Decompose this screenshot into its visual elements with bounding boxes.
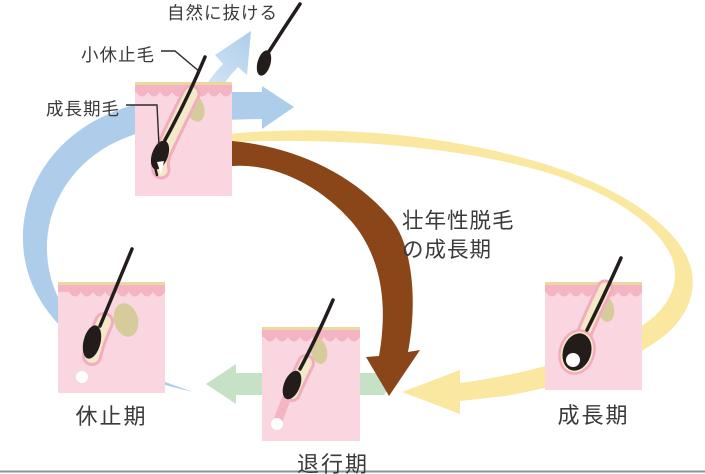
skin-surface — [58, 282, 165, 287]
papilla-dot — [76, 371, 88, 383]
hair-shaft — [298, 298, 335, 371]
new-anagen-hair — [153, 148, 159, 177]
hair-shaft — [98, 247, 134, 328]
skin-block-telogen — [58, 247, 165, 393]
club-hair-fray — [157, 161, 164, 174]
leader-new-growth-hair — [126, 104, 160, 147]
bottom-edge-line — [0, 470, 705, 473]
leader-lines — [126, 50, 201, 147]
sebaceous-gland — [310, 338, 328, 364]
annotation-baldness-line2: の成長期 — [402, 238, 493, 262]
skin-surface — [545, 282, 642, 287]
sebaceous-gland — [113, 303, 139, 337]
papilla-dot — [271, 418, 283, 430]
club-hair-bulb — [82, 325, 102, 359]
club-hair-bulb — [282, 370, 302, 400]
shed-hair-shaft — [266, 2, 302, 55]
stage-label-anagen: 成長期 — [557, 403, 630, 428]
leader-club-hair — [161, 50, 201, 73]
papilla-dot — [566, 353, 580, 367]
skin-block-anagen — [545, 256, 642, 390]
skin-block-catagen — [262, 298, 360, 441]
epidermis — [262, 330, 360, 342]
skin-surface — [135, 82, 232, 87]
cycle-arrow-blue-renewal — [22, 86, 295, 392]
annotation-new-growth-hair: 成長期毛 — [46, 99, 120, 119]
skin-surface — [262, 327, 360, 332]
shed-hair — [256, 2, 302, 76]
annotation-baldness-line1: 壮年性脱毛 — [402, 209, 515, 233]
hair-shaft — [585, 256, 623, 332]
club-hair-shaft — [163, 55, 207, 142]
stage-label-telogen: 休止期 — [75, 404, 148, 429]
skin-block-new-growth — [135, 55, 232, 196]
shortcut-arrow-brown-baldness — [232, 141, 420, 396]
annotation-baldness-growth-phase: 壮年性脱毛 の成長期 — [402, 207, 515, 265]
shed-hair-bulb — [256, 50, 272, 76]
shed-arrow-blue-small — [199, 31, 251, 97]
annotation-club-hair: 小休止毛 — [81, 45, 155, 65]
stage-label-catagen: 退行期 — [296, 452, 369, 474]
epidermis — [545, 285, 642, 297]
annotation-natural-shed: 自然に抜ける — [167, 3, 278, 23]
epidermis — [58, 285, 165, 297]
